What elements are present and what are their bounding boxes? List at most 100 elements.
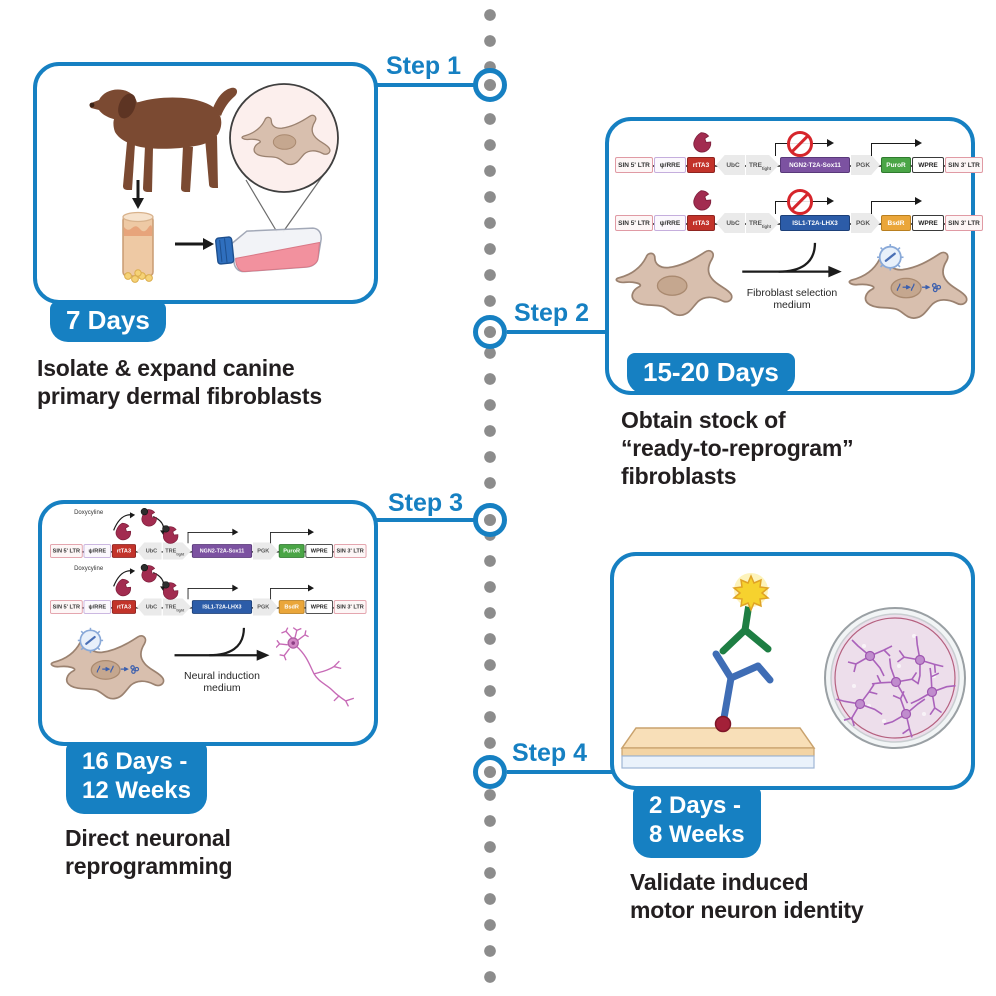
element-ubc-promoter: UbC (136, 542, 162, 560)
transduced-fibroblast-icon (848, 244, 968, 319)
element-selection-marker: PuroR (278, 544, 305, 558)
element-pgk-promoter: PGK (851, 155, 880, 175)
slide-icon (620, 727, 816, 769)
transcription-arrow-marker (871, 197, 922, 214)
step1-caption: Isolate & expand canine primary dermal f… (37, 355, 322, 410)
element-sin3ltr: SIN 3' LTR (333, 544, 367, 558)
primary-antibody-icon (712, 650, 774, 722)
step4-caption: Validate induced motor neuron identity (630, 869, 864, 924)
step4-panel (610, 552, 975, 790)
element-selection-marker: BsdR (881, 215, 911, 231)
element-transgene: NGN2-T2A-Sox11 (780, 157, 850, 173)
transcription-arrow-transgene (187, 528, 239, 544)
element-wpre: WPRE (305, 544, 333, 558)
timeline-node-step3 (473, 503, 507, 537)
element-transgene: ISL1-T2A-LHX3 (780, 215, 850, 231)
reaction-step2-label: Fibroblast selection medium (746, 287, 838, 312)
rtta3-protein-icon (113, 522, 132, 541)
reaction-arrow-icon (174, 627, 270, 661)
step2-label: Step 2 (514, 299, 590, 327)
culture-flask-icon (215, 227, 322, 273)
tre-subscript: tight (761, 224, 772, 229)
transcription-arrow-marker (871, 139, 922, 156)
rtta3-protein-icon (690, 189, 712, 211)
element-sin5ltr: SIN 5' LTR (50, 544, 83, 558)
transduced-fibroblast-icon (50, 627, 165, 700)
reaction-step2: Fibroblast selection medium (736, 241, 847, 312)
connector-step1 (372, 83, 474, 87)
step4-illustration (620, 573, 966, 769)
tre-label: TRE (165, 603, 177, 611)
element-selection-marker: PuroR (881, 157, 911, 173)
tre-subscript: tight (176, 607, 185, 613)
element-rtta3: rtTA3 (111, 600, 136, 614)
petri-dish-icon (824, 607, 966, 749)
step2-duration-badge: 15-20 Days (627, 353, 795, 395)
petri-neurons (832, 632, 960, 740)
step4-duration-badge: 2 Days - 8 Weeks (633, 786, 761, 858)
element-sin3ltr: SIN 3' LTR (333, 600, 367, 614)
element-transgene: NGN2-T2A-Sox11 (191, 544, 253, 558)
step1-illustration (89, 83, 339, 283)
element-ubc-promoter: UbC (716, 213, 745, 233)
element-pgk-promoter: PGK (851, 213, 880, 233)
fibroblast-icon (615, 249, 733, 317)
element-psi-rre: ψ/RRE (654, 157, 686, 173)
connector-step3 (374, 518, 474, 522)
dog-icon (89, 87, 238, 192)
element-psi-rre: ψ/RRE (654, 215, 686, 231)
element-rtta3: rtTA3 (687, 215, 715, 231)
tre-label: TRE (748, 219, 762, 227)
integration-glyphs (896, 283, 941, 293)
tre-label: TRE (165, 547, 177, 555)
lentivirus-icon (77, 627, 104, 654)
step3-label: Step 3 (388, 489, 464, 517)
tre-subscript: tight (176, 551, 185, 557)
step2-caption: Obtain stock of “ready-to-reprogram” fib… (621, 407, 854, 490)
step2-cells-row: Fibroblast selection medium (615, 241, 971, 329)
element-sin5ltr: SIN 5' LTR (615, 215, 653, 231)
reaction-step3: Neural induction medium (168, 626, 276, 695)
element-rtta3: rtTA3 (687, 157, 715, 173)
element-pgk-promoter: PGK (252, 598, 278, 616)
step3-cells-row: Neural induction medium (50, 626, 374, 708)
connector-step4 (507, 770, 612, 774)
rtta3-protein-icon (113, 578, 132, 597)
magnified-fibroblast (229, 83, 339, 193)
element-psi-rre: ψ/RRE (83, 600, 112, 614)
timeline-node-step2 (473, 315, 507, 349)
induced-neuron-icon (276, 627, 355, 707)
fluorophore-icon (732, 573, 770, 612)
tre-label: TRE (748, 161, 762, 169)
rtta3-dox-on-tre-icon (160, 581, 179, 600)
step3-caption: Direct neuronal reprogramming (65, 825, 233, 880)
element-wpre: WPRE (912, 215, 944, 231)
prohibition-icon (787, 189, 813, 215)
transcription-arrow-marker (270, 528, 315, 544)
reaction-step3-label: Neural induction medium (184, 670, 260, 695)
element-rtta3: rtTA3 (111, 544, 136, 558)
rtta3-dox-complex-icon (139, 564, 158, 583)
element-sin5ltr: SIN 5' LTR (50, 600, 83, 614)
element-sin5ltr: SIN 5' LTR (615, 157, 653, 173)
element-transgene: ISL1-T2A-LHX3 (191, 600, 253, 614)
arrow-right-icon (175, 238, 214, 250)
element-psi-rre: ψ/RRE (83, 544, 112, 558)
element-ubc-promoter: UbC (716, 155, 745, 175)
tre-subscript: tight (761, 166, 772, 171)
step1-duration-badge: 7 Days (50, 301, 166, 343)
connector-step2 (507, 330, 607, 334)
